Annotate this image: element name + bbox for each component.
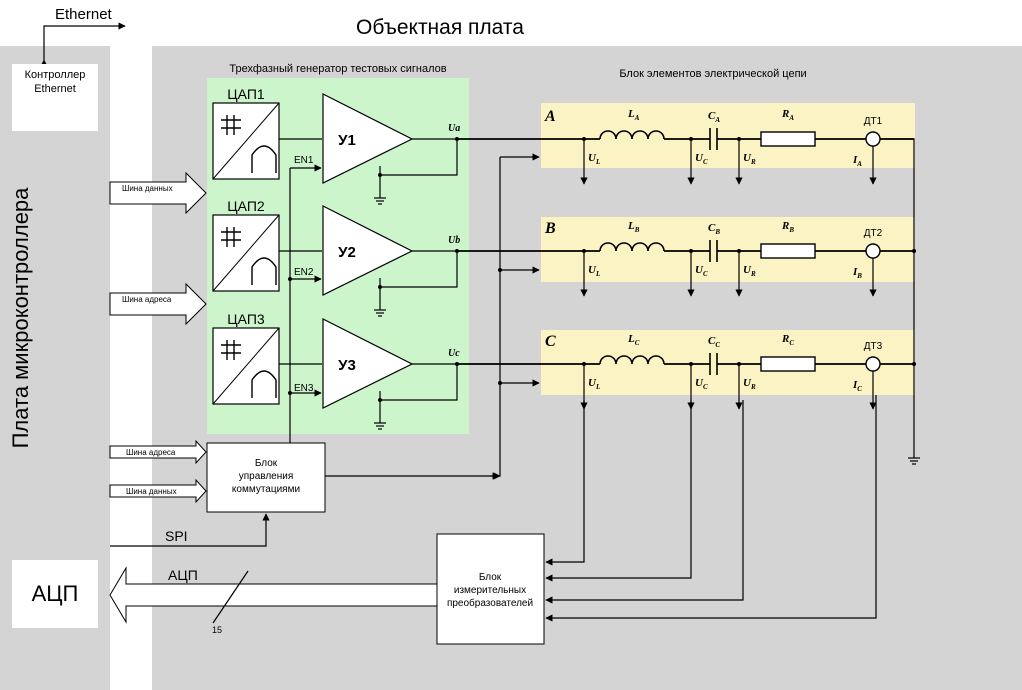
bus-width-label: 15 [212,625,222,635]
adc-bus-label: АЦП [168,567,198,583]
amplifier [322,205,414,296]
ethernet-arrow [40,22,126,67]
phase-name: C [545,333,556,350]
digital-icon [221,340,241,360]
voltage-tap-label: UR [743,152,756,166]
bus-width-slash [212,570,249,624]
voltage-tap-label: UC [695,152,708,166]
output-label: Ub [448,235,460,246]
data-bus-label: Шина данных [122,184,173,193]
data-bus-arrow [109,171,207,215]
switch-block-label-2: управления [239,471,294,482]
inductor [599,355,665,365]
mcu-board-label: Плата микроконтроллера [8,187,33,449]
analog-icon [251,370,277,398]
digital-icon [221,115,241,135]
analog-icon [251,257,277,285]
switch-address-bus-arrow [109,439,207,465]
dac-label: ЦАП3 [227,311,265,327]
current-sensor [865,243,881,259]
phase-name: A [544,108,556,125]
voltage-tap-label: UL [588,377,600,391]
amplifier-label: У1 [338,132,356,149]
dac-label: ЦАП2 [227,198,265,214]
phase-name: B [544,220,556,237]
digital-icon [221,227,241,247]
inductor-label: LC [627,333,640,347]
transducer-label-3: преобразователей [447,597,533,609]
ethernet-label: Ethernet [55,6,113,23]
voltage-tap-label: UL [588,152,600,166]
switch-block-label-1: Блок [255,458,278,469]
switch-output-line [325,157,501,477]
dac-label: ЦАП1 [227,86,265,102]
current-sensor [865,356,881,372]
inductor [599,242,665,252]
enable-label: EN2 [294,267,314,278]
voltage-tap-label: UC [695,377,708,391]
ethernet-controller-label-2: Ethernet [34,83,76,95]
adc-bus-arrow [109,566,438,624]
transducer-label-2: измерительных [454,585,526,596]
sensor-label: ДТ1 [864,116,883,127]
amplifier [322,93,414,184]
resistor [760,131,816,147]
voltage-tap-label: UR [743,377,756,391]
enable-label: EN1 [294,155,314,166]
spi-line [110,513,270,547]
circuit-title: Блок элементов электрической цепи [619,68,806,80]
adc-box [12,560,98,628]
capacitor-label: CA [708,110,720,124]
generator-title: Трехфазный генератор тестовых сигналов [229,63,446,75]
sensor-label: ДТ3 [864,341,883,352]
adc-label: АЦП [32,581,79,606]
resistor-label: RA [781,108,794,122]
amplifier-label: У3 [338,357,356,374]
enable-label: EN3 [294,383,314,394]
voltage-tap-label: UC [695,264,708,278]
capacitor-label: CC [708,335,720,349]
switch-data-bus-label: Шина данных [126,487,177,496]
voltage-tap-label: UL [588,264,600,278]
phase-c-row [541,330,915,395]
voltage-tap-label: UR [743,264,756,278]
ethernet-controller-label: Контроллер [25,69,86,81]
resistor-label: RC [781,333,794,347]
resistor [760,243,816,259]
resistor-label: RB [781,220,794,234]
resistor [760,356,816,372]
switch-block-label-3: коммутациями [232,484,300,495]
transducer-block [436,533,545,645]
amplifier-label: У2 [338,244,356,261]
capacitor-label: CB [708,222,720,236]
address-bus-label: Шина адреса [122,295,172,304]
switch-address-bus-label: Шина адреса [126,448,176,457]
address-bus-arrow [109,282,207,326]
inductor [599,130,665,140]
phase-b-row [541,217,915,282]
transducer-label-1: Блок [479,572,502,583]
inductor-label: LA [627,108,640,122]
switch-data-bus-arrow [109,478,207,504]
inductor-label: LB [627,220,640,234]
current-tap-label: IA [852,154,862,168]
current-tap-label: IB [852,266,862,280]
sensor-label: ДТ2 [864,228,883,239]
ethernet-controller-box [12,64,98,131]
amplifier [322,318,414,409]
output-label: Uc [448,348,460,359]
current-tap-label: IC [852,379,862,393]
analog-icon [251,145,277,173]
phase-a-row [541,103,915,168]
current-sensor [865,131,881,147]
page-title: Объектная плата [356,16,524,39]
output-label: Ua [448,123,460,134]
switch-block [206,442,326,513]
spi-label: SPI [165,528,188,544]
